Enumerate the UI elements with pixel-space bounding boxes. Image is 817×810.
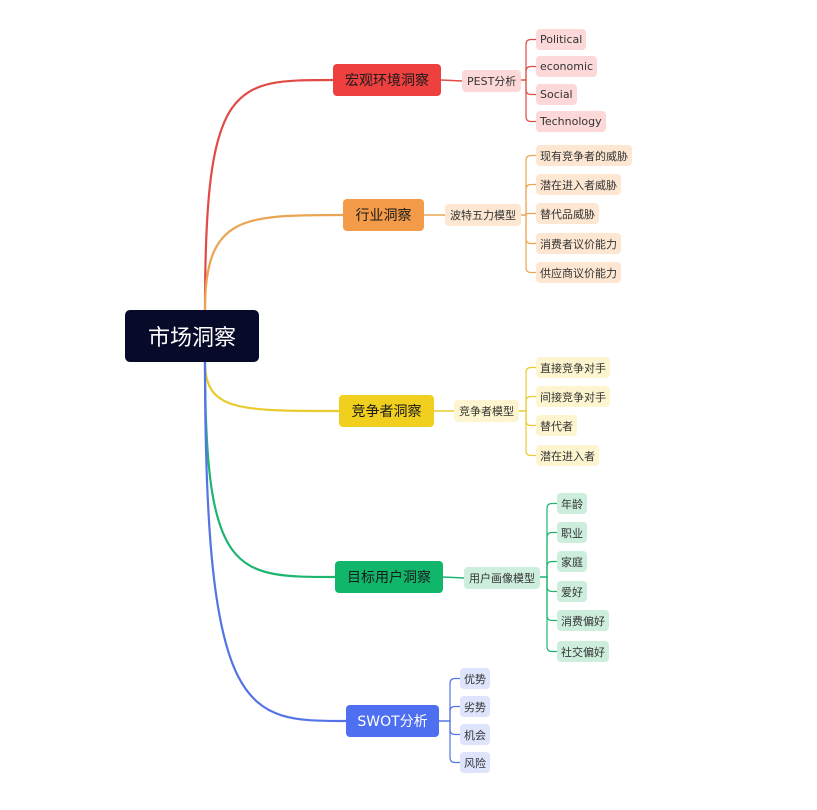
- connector-line: [203, 360, 337, 579]
- leaf-label: 间接竞争对手: [540, 390, 606, 404]
- leaf-technology[interactable]: Technology: [536, 111, 606, 132]
- leaf-indirect-competitor[interactable]: 间接竞争对手: [536, 386, 610, 407]
- connector-line: [525, 38, 537, 81]
- leaf-label: 供应商议价能力: [540, 266, 617, 280]
- leaf-potential-entrant[interactable]: 潜在进入者: [536, 445, 599, 466]
- leaf-weakness[interactable]: 劣势: [460, 696, 490, 717]
- branch-label: 目标用户洞察: [347, 570, 431, 586]
- connector-line: [525, 395, 537, 412]
- leaf-substitute-threat[interactable]: 替代品威胁: [536, 203, 599, 224]
- leaf-social-preference[interactable]: 社交偏好: [557, 641, 609, 662]
- leaf-label: 风险: [464, 756, 486, 770]
- model-label: 竞争者模型: [459, 405, 514, 418]
- connector-line: [203, 360, 348, 723]
- connector-line: [525, 410, 537, 427]
- connector-line: [449, 677, 461, 722]
- connector-line: [525, 212, 537, 216]
- model-competitor[interactable]: 竞争者模型: [454, 400, 519, 422]
- leaf-label: 家庭: [561, 555, 583, 569]
- leaf-hobby[interactable]: 爱好: [557, 581, 587, 602]
- leaf-strength[interactable]: 优势: [460, 668, 490, 689]
- leaf-buyer-power[interactable]: 消费者议价能力: [536, 233, 621, 254]
- connector-line: [546, 576, 558, 653]
- leaf-label: 潜在进入者: [540, 449, 595, 463]
- connector-line: [525, 410, 537, 457]
- leaf-age[interactable]: 年龄: [557, 493, 587, 514]
- leaf-label: 机会: [464, 728, 486, 742]
- model-label: 波特五力模型: [450, 209, 516, 222]
- branch-swot[interactable]: SWOT分析: [346, 705, 439, 737]
- leaf-supplier-power[interactable]: 供应商议价能力: [536, 262, 621, 283]
- model-porter-five-forces[interactable]: 波特五力模型: [445, 204, 521, 226]
- branch-target-user[interactable]: 目标用户洞察: [335, 561, 443, 593]
- connector-line: [546, 531, 558, 578]
- connector-line: [442, 576, 465, 579]
- leaf-label: economic: [540, 60, 594, 73]
- leaf-label: 年龄: [561, 497, 583, 511]
- branch-macro-environment[interactable]: 宏观环境洞察: [333, 64, 441, 96]
- leaf-label: 劣势: [464, 700, 486, 714]
- leaf-threat[interactable]: 风险: [460, 752, 490, 773]
- leaf-label: 直接竞争对手: [540, 361, 606, 375]
- connector-line: [525, 79, 537, 96]
- root-label: 市场洞察: [147, 326, 236, 351]
- connector-line: [546, 560, 558, 578]
- model-label: PEST分析: [467, 75, 517, 88]
- leaf-label: 替代者: [540, 419, 573, 433]
- leaf-label: 消费者议价能力: [540, 237, 617, 251]
- branch-label: 行业洞察: [355, 208, 412, 224]
- connector-line: [449, 720, 461, 764]
- leaf-political[interactable]: Political: [536, 29, 587, 50]
- leaf-social[interactable]: Social: [536, 84, 577, 105]
- connector-line: [525, 214, 537, 274]
- leaf-label: 替代品威胁: [540, 207, 595, 221]
- connector-line: [440, 79, 463, 82]
- branch-label: 宏观环境洞察: [345, 73, 429, 89]
- leaf-opportunity[interactable]: 机会: [460, 724, 490, 745]
- leaf-substitute[interactable]: 替代者: [536, 415, 577, 436]
- leaf-existing-competitor-threat[interactable]: 现有竞争者的威胁: [536, 145, 632, 166]
- branch-label: 竞争者洞察: [351, 404, 422, 420]
- model-user-persona[interactable]: 用户画像模型: [464, 567, 540, 589]
- connector-line: [525, 154, 537, 216]
- connector-line: [449, 705, 461, 722]
- leaf-consumption-preference[interactable]: 消费偏好: [557, 610, 609, 631]
- connector-line: [203, 360, 341, 413]
- leaf-new-entrant-threat[interactable]: 潜在进入者威胁: [536, 174, 621, 195]
- leaf-label: Political: [540, 33, 583, 46]
- connector-line: [203, 213, 345, 312]
- branch-competitor[interactable]: 竞争者洞察: [339, 395, 434, 427]
- leaf-direct-competitor[interactable]: 直接竞争对手: [536, 357, 610, 378]
- connector-line: [525, 65, 537, 81]
- connector-line: [525, 214, 537, 245]
- root-node[interactable]: 市场洞察: [125, 310, 259, 362]
- connector-line: [525, 79, 537, 123]
- leaf-occupation[interactable]: 职业: [557, 522, 587, 543]
- leaf-label: 现有竞争者的威胁: [540, 149, 628, 163]
- connector-line: [525, 183, 537, 216]
- branch-industry[interactable]: 行业洞察: [343, 199, 424, 231]
- model-pest[interactable]: PEST分析: [462, 70, 522, 92]
- leaf-label: Social: [540, 88, 573, 101]
- connector-line: [546, 576, 558, 622]
- leaf-label: 职业: [561, 526, 583, 540]
- connector-line: [203, 78, 335, 312]
- connector-line: [525, 366, 537, 412]
- leaf-label: 社交偏好: [561, 645, 605, 659]
- leaf-label: 潜在进入者威胁: [540, 178, 617, 192]
- leaf-label: 消费偏好: [561, 614, 605, 628]
- leaf-economic[interactable]: economic: [536, 56, 598, 77]
- leaf-label: Technology: [540, 115, 602, 128]
- connector-line: [546, 502, 558, 578]
- connector-line: [449, 720, 461, 736]
- connector-line: [546, 576, 558, 593]
- branch-label: SWOT分析: [357, 714, 428, 730]
- model-label: 用户画像模型: [469, 572, 535, 585]
- leaf-label: 优势: [464, 672, 486, 686]
- leaf-family[interactable]: 家庭: [557, 551, 587, 572]
- leaf-label: 爱好: [561, 585, 583, 599]
